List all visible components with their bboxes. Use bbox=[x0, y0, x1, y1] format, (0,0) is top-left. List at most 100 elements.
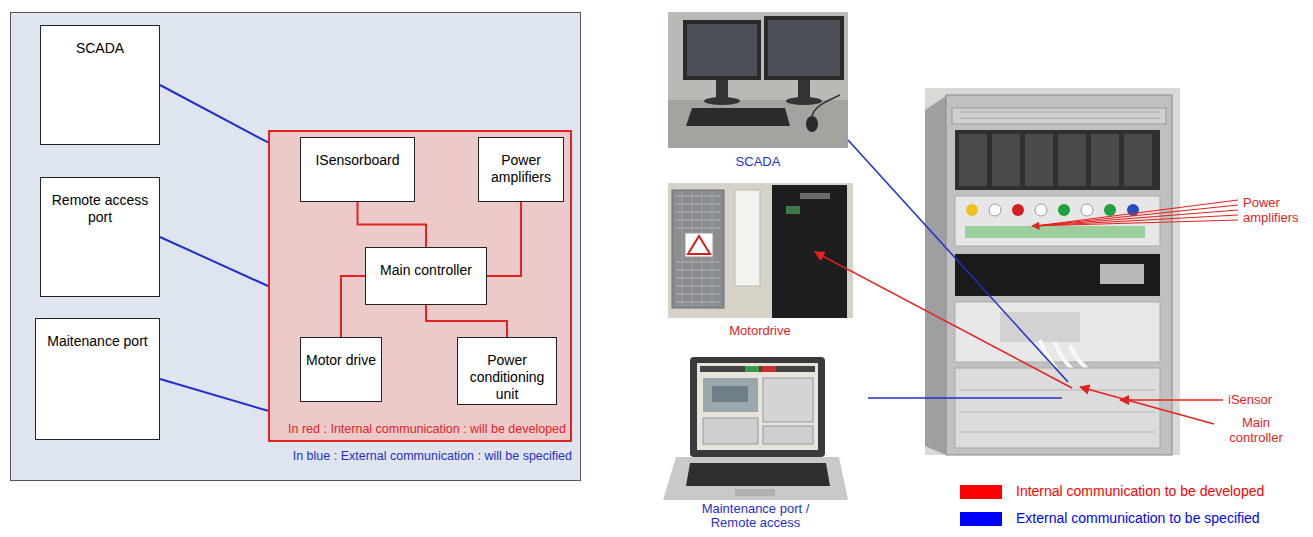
legend-swatch bbox=[960, 485, 1002, 499]
scada-photo-part bbox=[812, 95, 840, 116]
connector bbox=[487, 202, 521, 276]
legend-text: External communication to be specified bbox=[1016, 510, 1260, 527]
cabinet-photo-part bbox=[960, 390, 1155, 432]
leader-lines-part bbox=[1032, 220, 1238, 226]
motordrive-photo-part bbox=[685, 233, 713, 257]
note-text: In blue : External communication : will … bbox=[250, 449, 572, 463]
motordrive-photo bbox=[668, 183, 853, 318]
laptop-photo-part bbox=[703, 418, 758, 444]
motordrive-photo-part bbox=[668, 183, 853, 318]
connector bbox=[160, 379, 268, 411]
laptop-photo-part bbox=[735, 489, 775, 496]
cabinet-photo-part bbox=[1100, 264, 1144, 284]
connector bbox=[426, 305, 507, 337]
motordrive-photo-part bbox=[772, 185, 847, 318]
leader-lines-part bbox=[1120, 399, 1223, 401]
laptop-photo-part bbox=[697, 363, 818, 450]
component-box: Power conditioning unit bbox=[457, 337, 557, 405]
box-label: Power conditioning unit bbox=[462, 352, 552, 402]
motordrive-photo-part bbox=[688, 236, 710, 254]
cabinet-photo-part bbox=[966, 204, 978, 216]
motordrive-photo-part bbox=[672, 190, 724, 308]
system-box: Maitenance port bbox=[35, 318, 160, 440]
connector bbox=[358, 202, 427, 247]
connector bbox=[160, 237, 268, 286]
scada-photo bbox=[668, 12, 848, 148]
cabinet-photo-part bbox=[960, 112, 1160, 118]
laptop-photo-part bbox=[703, 378, 758, 412]
region-note: In red : Internal communication : will b… bbox=[288, 422, 566, 437]
laptop-photo-part bbox=[686, 463, 830, 486]
cabinet-photo-part bbox=[1058, 204, 1070, 216]
laptop-photo-part bbox=[700, 366, 815, 372]
leader-lines-part bbox=[1035, 200, 1238, 226]
cabinet-photo-part bbox=[989, 204, 1001, 216]
scada-photo-part bbox=[806, 116, 818, 132]
scada-photo-part bbox=[786, 97, 822, 105]
cabinet-photo-part bbox=[952, 108, 1166, 124]
laptop-photo-part bbox=[762, 366, 776, 372]
cabinet-photo-part bbox=[959, 134, 987, 186]
cabinet-photo-part bbox=[1091, 134, 1119, 186]
motordrive-photo-part bbox=[800, 193, 830, 199]
internal-region: In red : Internal communication : will b… bbox=[268, 130, 572, 442]
photo-caption: SCADA bbox=[698, 155, 818, 170]
scada-photo-part bbox=[668, 12, 848, 148]
leader-lines-part bbox=[848, 140, 1068, 382]
callout-label: Power amplifiers bbox=[1243, 196, 1307, 226]
system-box: Remote access port bbox=[40, 177, 160, 297]
callout-label: Main controller bbox=[1220, 416, 1292, 446]
cabinet-photo-part bbox=[965, 226, 1145, 238]
laptop-photo-part bbox=[663, 457, 848, 500]
cabinet-photo-part bbox=[1058, 134, 1086, 186]
scada-photo-part bbox=[687, 24, 757, 76]
cabinet-photo-part bbox=[1012, 204, 1024, 216]
scada-photo-part bbox=[704, 97, 740, 105]
laptop-photo-part bbox=[745, 366, 759, 372]
leader-lines-part bbox=[1080, 387, 1214, 424]
laptop-photo-part bbox=[690, 357, 825, 457]
box-label: Remote access port bbox=[45, 192, 155, 226]
leader-lines-part bbox=[868, 397, 1062, 399]
photo-caption: Maintenance port / Remote access bbox=[683, 502, 828, 530]
box-label: Power amplifiers bbox=[483, 152, 559, 186]
motordrive-photo-part bbox=[682, 192, 712, 306]
component-box: Main controller bbox=[365, 247, 487, 305]
motordrive-photo-part bbox=[786, 206, 800, 214]
cabinet-photo-part bbox=[1124, 134, 1152, 186]
panel-ground bbox=[11, 13, 581, 481]
system-box: SCADA bbox=[40, 25, 160, 145]
box-label: Main controller bbox=[370, 262, 482, 279]
legend-text: Internal communication to be developed bbox=[1016, 483, 1264, 500]
connector bbox=[160, 85, 268, 142]
callout-label: iSensor bbox=[1228, 393, 1298, 408]
component-box: Power amplifiers bbox=[478, 137, 564, 202]
component-box: ISensorboard bbox=[300, 137, 415, 202]
leader-lines bbox=[815, 140, 1238, 424]
cabinet-photo-part bbox=[925, 96, 946, 455]
scada-photo-part bbox=[686, 108, 790, 126]
photo-caption: Motordrive bbox=[690, 324, 830, 339]
cabinet-photo-part bbox=[946, 95, 1172, 455]
connector bbox=[341, 276, 365, 337]
leader-lines-part bbox=[1035, 210, 1238, 226]
cabinet-photo-part bbox=[1025, 134, 1053, 186]
cabinet-photo-part bbox=[1081, 204, 1093, 216]
box-label: Maitenance port bbox=[40, 333, 155, 350]
laptop-photo-part bbox=[763, 426, 813, 444]
scada-photo-part bbox=[764, 16, 844, 80]
motordrive-photo-part bbox=[735, 190, 760, 286]
laptop-photo bbox=[663, 357, 848, 500]
box-label: SCADA bbox=[45, 40, 155, 57]
laptop-photo-part bbox=[712, 386, 748, 402]
cabinet-photo-part bbox=[1000, 312, 1080, 342]
component-box: Motor drive bbox=[300, 337, 382, 402]
motordrive-photo-part bbox=[676, 196, 720, 302]
cabinet-photo-part bbox=[1035, 204, 1047, 216]
cabinet-photo-part bbox=[1104, 204, 1116, 216]
scada-photo-part bbox=[768, 20, 840, 76]
legend-swatch bbox=[960, 512, 1002, 526]
